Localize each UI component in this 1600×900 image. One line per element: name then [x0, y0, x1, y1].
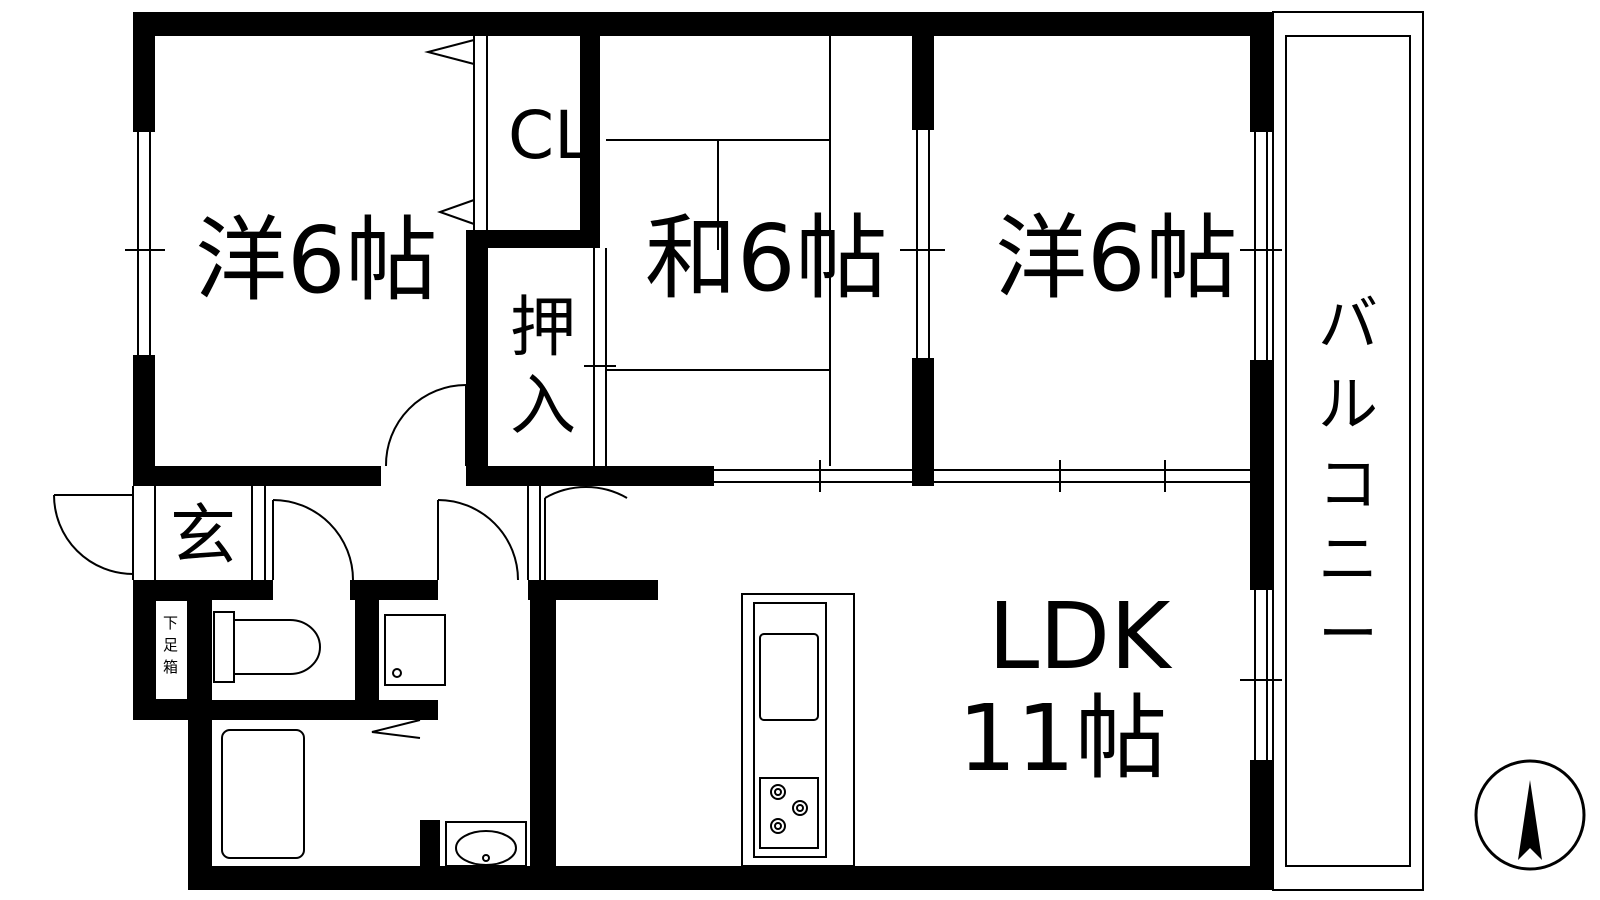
toilet-bowl	[234, 619, 321, 675]
toilet-cabinet	[384, 614, 446, 686]
balcony-label-4: ニ	[1318, 525, 1378, 595]
fixtures	[154, 593, 855, 867]
toilet-icon	[213, 611, 235, 683]
walls	[133, 12, 1273, 890]
kitchen-counter	[741, 593, 855, 867]
room-label-japanese: 和6帖	[645, 205, 888, 312]
bathtub-icon	[221, 729, 305, 859]
room-label-ldk-size: 11帖	[958, 685, 1167, 792]
room-label-oshiire-1: 押	[510, 289, 576, 366]
balcony-label-2: ル	[1318, 370, 1378, 440]
balcony	[1272, 11, 1424, 891]
windows	[125, 36, 1282, 760]
balcony-label-5: ー	[1318, 600, 1378, 670]
shoe-box-label-2: 足	[163, 636, 178, 654]
room-label-ldk-name: LDK	[988, 583, 1173, 690]
shoe-box-label-3: 箱	[163, 658, 178, 676]
tatami	[606, 36, 831, 466]
room-label-closet: CL	[508, 97, 591, 174]
balcony-label-3: コ	[1318, 450, 1378, 520]
washbasin-icon	[445, 821, 527, 867]
shoe-box-label-1: 下	[163, 614, 178, 632]
room-label-western-right: 洋6帖	[995, 205, 1238, 312]
compass-north-arrow-icon	[1474, 759, 1586, 871]
room-label-oshiire-2: 入	[510, 367, 576, 444]
doors	[53, 39, 628, 739]
balcony-label-1: バ	[1318, 290, 1378, 360]
shoe-box	[154, 599, 189, 701]
room-label-western-left: 洋6帖	[195, 207, 438, 314]
room-label-entrance: 玄	[170, 497, 236, 574]
stove-icon	[759, 777, 819, 849]
sink-icon	[759, 633, 819, 721]
